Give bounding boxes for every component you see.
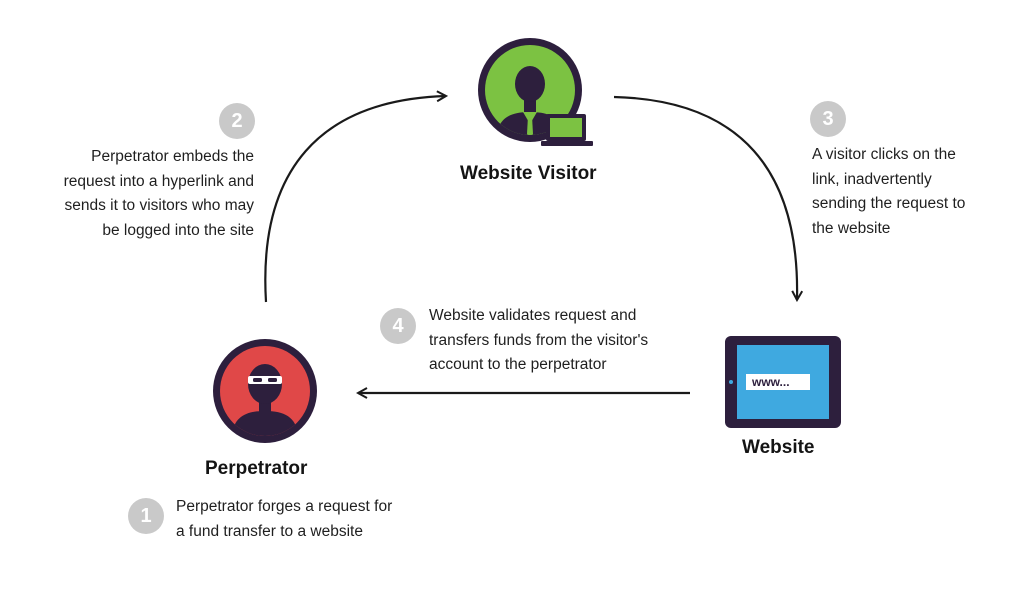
- step-4-description: Website validates request and transfers …: [429, 304, 648, 378]
- step-3-description: A visitor clicks on the link, inadverten…: [812, 143, 965, 241]
- step-1-line: a fund transfer to a website: [176, 522, 363, 540]
- perpetrator-label: Perpetrator: [205, 458, 308, 479]
- step-3-badge: 3: [810, 101, 846, 137]
- step-1-line: Perpetrator forges a request for: [176, 498, 393, 515]
- website-label: Website: [742, 437, 815, 458]
- step-1-badge: 1: [128, 498, 164, 534]
- step-2-line: Perpetrator embeds the: [91, 148, 254, 165]
- step-4-badge: 4: [380, 308, 416, 344]
- tablet-website-icon: www...: [725, 336, 841, 428]
- step-2-line: be logged into the site: [102, 221, 254, 239]
- step-2-line: request into a hyperlink and: [63, 172, 254, 190]
- step-4-line: transfers funds from the visitor's: [429, 331, 649, 349]
- step-4-line: account to the perpetrator: [429, 356, 607, 373]
- step-4-line: Website validates request and: [429, 307, 637, 324]
- step-2-badge: 2: [219, 103, 255, 139]
- step-3-line: link, inadvertently: [812, 170, 932, 188]
- website-visitor-label: Website Visitor: [460, 163, 597, 184]
- step-1-description: Perpetrator forges a request for a fund …: [176, 495, 392, 544]
- arrow-visitor-to-website: [613, 95, 797, 300]
- arrow-perpetrator-to-visitor: [264, 96, 446, 303]
- step-3-line: the website: [812, 219, 891, 237]
- masked-hacker-icon: [213, 339, 317, 443]
- step-2-description: Perpetrator embeds the request into a hy…: [64, 145, 254, 243]
- step-3-line: sending the request to: [812, 195, 966, 212]
- step-3-line: A visitor clicks on the: [812, 146, 956, 163]
- website-url-text: www...: [752, 375, 790, 389]
- step-2-line: sends it to visitors who may: [64, 197, 254, 214]
- user-with-laptop-icon: [478, 38, 593, 146]
